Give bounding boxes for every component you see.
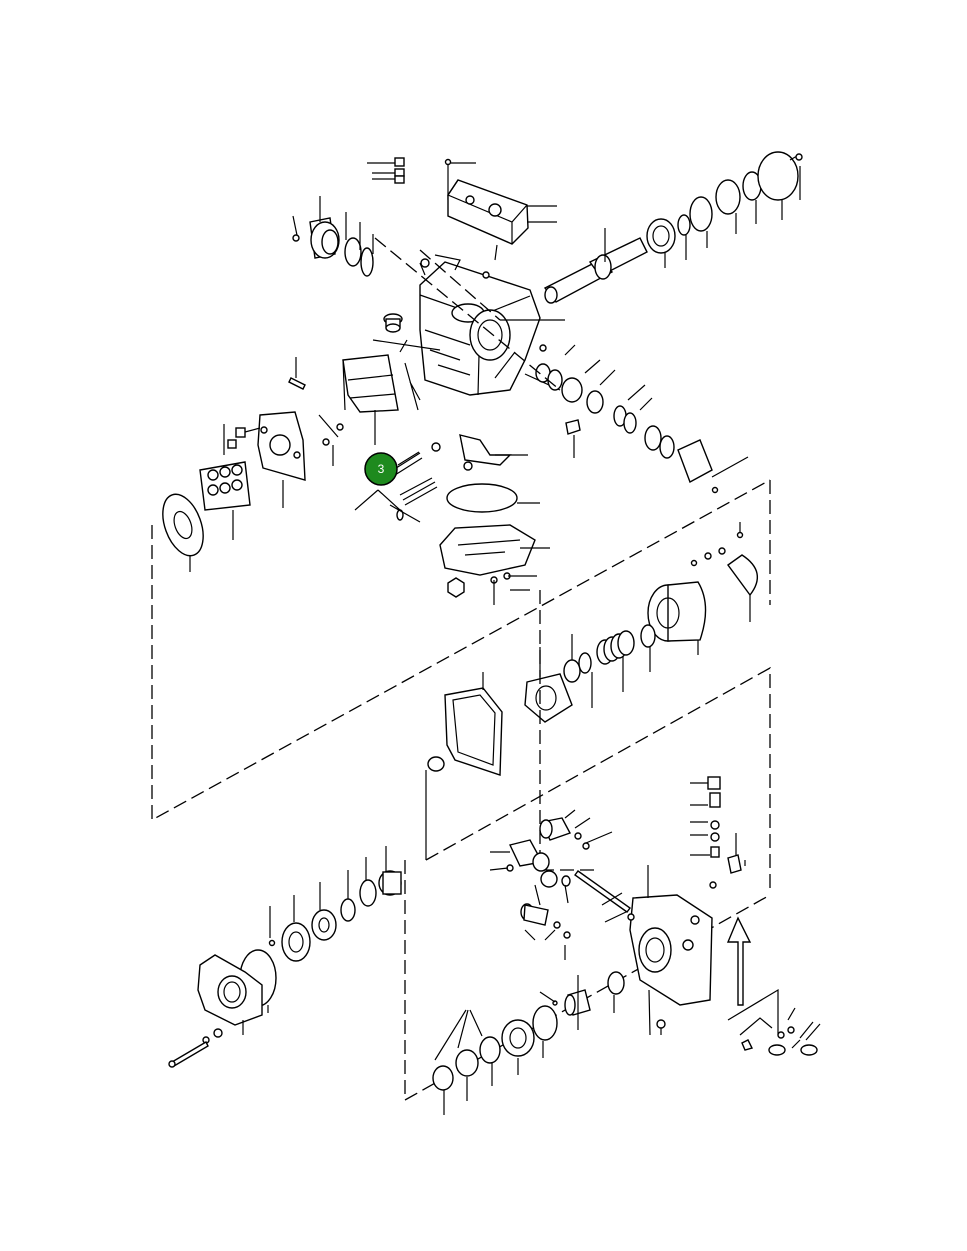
shim-rings [563, 634, 593, 708]
swashplate-cradle [342, 339, 441, 445]
rear-housing [168, 954, 263, 1068]
cylinder-block [640, 581, 707, 672]
valve-housing [629, 865, 713, 1036]
bottom-nuts [447, 572, 537, 605]
sleeve-rings [539, 971, 625, 1030]
gasket-frame [425, 672, 503, 860]
charge-valve [489, 839, 717, 923]
top-cover [447, 179, 557, 245]
fittings-stack [690, 776, 746, 874]
side-bracket [690, 522, 759, 622]
left-bearing-cap [292, 196, 374, 277]
callout-3-label: 3 [378, 462, 385, 476]
spring-coils [596, 630, 635, 692]
bottom-ring-series [432, 1005, 558, 1115]
retainer-plate [162, 493, 204, 572]
direction-arrow [726, 916, 752, 1006]
relief-valve-upper [539, 809, 613, 850]
end-cover-plate [223, 411, 306, 508]
top-fasteners [367, 157, 476, 200]
piston-set [199, 461, 251, 540]
rear-bearing-group [239, 846, 402, 1013]
spring-set [354, 451, 438, 523]
servo-linkage [431, 434, 528, 471]
callout-3[interactable]: 3 [364, 452, 398, 486]
plug-cap [383, 313, 403, 333]
right-seal-series [524, 344, 749, 494]
relief-valve-lower [520, 903, 571, 960]
gasket-ring [446, 483, 540, 513]
main-housing [419, 244, 565, 396]
port-plate [439, 524, 550, 576]
key-pin-items [288, 357, 344, 466]
bearing-plate [524, 647, 573, 723]
callout-3-circle[interactable] [364, 452, 398, 486]
drive-shaft-assembly [543, 151, 803, 304]
control-linkage [727, 988, 821, 1056]
